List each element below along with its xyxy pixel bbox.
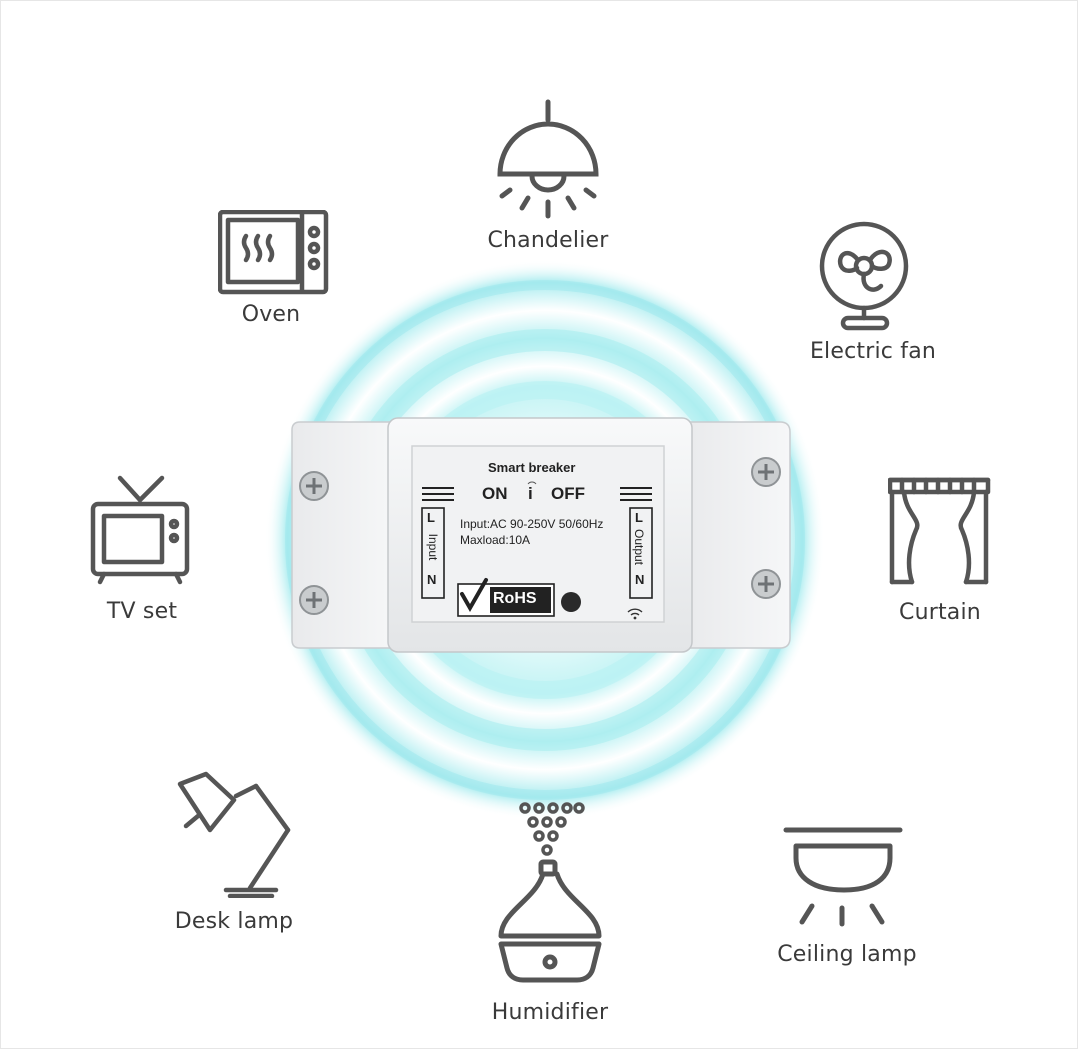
device-spec-maxload: Maxload:10A bbox=[460, 533, 531, 547]
output-l-mark: L bbox=[635, 510, 643, 525]
curtain-label: Curtain bbox=[899, 600, 981, 625]
humidifier-label: Humidifier bbox=[491, 1000, 609, 1025]
desk-lamp-icon bbox=[177, 771, 291, 898]
oven-icon bbox=[218, 210, 329, 295]
tv-set-icon bbox=[90, 475, 190, 585]
output-label: Output bbox=[632, 528, 646, 566]
device-title: Smart breaker bbox=[488, 460, 576, 475]
device-off-label: OFF bbox=[551, 484, 585, 503]
electric-fan-icon bbox=[819, 221, 909, 331]
device-indicator: i bbox=[528, 484, 533, 503]
smart-breaker-device bbox=[291, 417, 791, 653]
rohs-text: RoHS bbox=[493, 590, 537, 607]
chandelier-icon bbox=[497, 99, 599, 219]
humidifier-icon bbox=[498, 802, 602, 983]
device-on-label: ON bbox=[482, 484, 508, 503]
curtain-icon bbox=[888, 477, 991, 585]
ceiling-lamp-label: Ceiling lamp bbox=[777, 942, 917, 967]
desk-lamp-label: Desk lamp bbox=[174, 909, 294, 934]
device-spec-input: Input:AC 90-250V 50/60Hz bbox=[460, 517, 604, 531]
input-l-mark: L bbox=[427, 510, 435, 525]
input-n-mark: N bbox=[427, 572, 437, 587]
output-n-mark: N bbox=[635, 572, 645, 587]
oven-label: Oven bbox=[241, 302, 301, 327]
input-label: Input bbox=[426, 533, 440, 561]
chandelier-label: Chandelier bbox=[487, 228, 609, 253]
electric-fan-label: Electric fan bbox=[809, 339, 937, 364]
tv-set-label: TV set bbox=[106, 599, 178, 624]
ceiling-lamp-icon bbox=[783, 827, 903, 927]
